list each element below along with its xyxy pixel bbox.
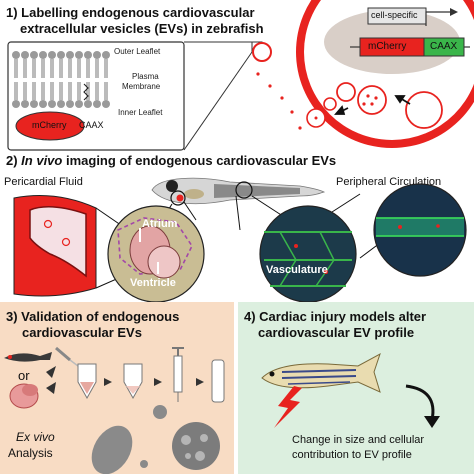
arrow-icon — [334, 95, 411, 115]
ex-vivo-label: Ex vivo — [16, 430, 55, 444]
tube-icon — [77, 363, 97, 400]
panel-2-in-vivo-imaging: 2) In vivo imaging of endogenous cardiov… — [0, 150, 474, 303]
panel-3-title-line1: 3) Validation of endogenous — [6, 309, 180, 324]
panel-2-title-prefix: 2) — [6, 153, 22, 168]
vesicle — [357, 85, 387, 115]
panel-4-caption-line1: Change in size and cellular — [292, 434, 425, 446]
larva-vessel-focus — [235, 181, 253, 199]
tube-icon — [123, 363, 143, 400]
pericardial-lens — [13, 195, 97, 297]
caax-anchor — [83, 83, 89, 101]
panel-3-title-line2: cardiovascular EVs — [22, 325, 142, 340]
adult-zebrafish — [261, 352, 381, 393]
construct-mcherry-label: mCherry — [368, 41, 407, 52]
validation-diagram — [4, 346, 225, 474]
panel-2-title-italic: In vivo — [21, 153, 63, 168]
heart-sample-icon — [9, 383, 39, 409]
zebrafish-larva — [151, 177, 326, 206]
panel-4-title-line1: 4) Cardiac injury models alter — [244, 309, 427, 324]
or-label: or — [18, 368, 30, 383]
pipette-icon — [55, 346, 79, 367]
membrane-diagram — [7, 0, 474, 151]
analysis-label: Analysis — [8, 446, 53, 460]
lightning-icon — [274, 386, 302, 428]
vesicle — [323, 97, 337, 111]
mcherry-label: mCherry — [32, 120, 67, 130]
syringe-icon — [172, 347, 184, 402]
vesicle — [405, 91, 443, 129]
outer-leaflet-label: Outer Leaflet — [114, 47, 161, 56]
vasculature-label: Vasculature — [266, 264, 328, 276]
budding-ev — [252, 42, 272, 62]
heart-zoom — [107, 205, 205, 303]
ventricle-label: Ventricle — [130, 277, 176, 289]
outer-leaflet-lipids — [12, 51, 110, 78]
tube-icon — [211, 359, 225, 403]
plasma-membrane-label-line2: Membrane — [122, 82, 161, 91]
peripheral-lens — [373, 183, 467, 277]
panel-4-injury-models: 4) Cardiac injury models alter cardiovas… — [238, 302, 474, 474]
arrow-icon — [46, 366, 204, 394]
ev-micrograph — [91, 405, 220, 474]
panel-1-title-line1: 1) Labelling endogenous cardiovascular — [6, 5, 255, 20]
vasculature-zoom — [259, 205, 357, 303]
pericardial-fluid-label: Pericardial Fluid — [4, 176, 83, 188]
panel-2-title: 2) In vivo imaging of endogenous cardiov… — [6, 154, 336, 168]
vesicle — [336, 82, 356, 102]
panel-4-title-line2: cardiovascular EV profile — [258, 325, 415, 340]
construct-caax-label: CAAX — [430, 41, 458, 52]
inner-leaflet-label: Inner Leaflet — [118, 108, 163, 117]
imaging-diagram — [13, 177, 467, 303]
panel-1-labelling: 1) Labelling endogenous cardiovascular e… — [0, 0, 474, 151]
caax-label: CAAX — [79, 120, 104, 130]
larva-sample-icon — [4, 352, 52, 362]
panel-4-caption-line2: contribution to EV profile — [292, 449, 412, 461]
plasma-membrane-label-line1: Plasma — [132, 72, 159, 81]
promoter-label: cell-specific — [371, 10, 418, 20]
panel-3-validation: 3) Validation of endogenous cardiovascul… — [0, 302, 234, 474]
panel-1-title-line2: extracellular vesicles (EVs) in zebrafis… — [20, 21, 264, 36]
atrium-label: Atrium — [142, 218, 178, 230]
inner-leaflet-lipids — [12, 82, 110, 108]
curved-arrow-icon — [405, 384, 440, 428]
injury-diagram — [261, 352, 440, 428]
larva-heart-focus — [170, 190, 186, 206]
panel-2-title-rest: imaging of endogenous cardiovascular EVs — [62, 153, 337, 168]
ev-trail-dots — [256, 72, 302, 130]
gene-construct — [350, 7, 470, 57]
mcherry-protein — [15, 111, 85, 141]
